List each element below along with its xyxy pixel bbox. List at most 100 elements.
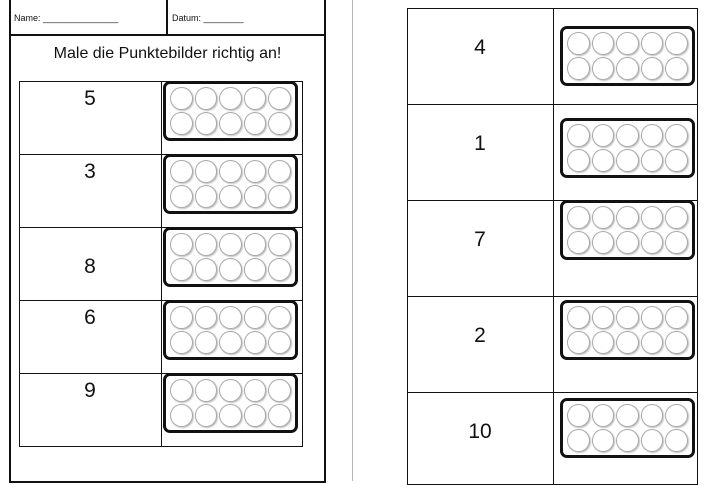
dot-circle[interactable] [170, 112, 193, 135]
dot-circle[interactable] [219, 258, 242, 281]
dot-circle[interactable] [665, 331, 688, 354]
dot-circle[interactable] [219, 160, 242, 183]
dot-circle[interactable] [591, 231, 615, 254]
dot-circle[interactable] [616, 206, 639, 229]
dot-circle[interactable] [665, 429, 688, 452]
dot-circle[interactable] [243, 233, 267, 256]
dot-circle[interactable] [665, 206, 688, 229]
dot-circle[interactable] [567, 331, 590, 354]
dot-circle[interactable] [665, 404, 688, 427]
dot-circle[interactable] [567, 206, 590, 229]
dot-circle[interactable] [268, 112, 291, 135]
dot-circle[interactable] [616, 231, 639, 254]
dot-circle[interactable] [616, 404, 639, 427]
dot-circle[interactable] [640, 206, 664, 229]
dot-circle[interactable] [665, 57, 688, 80]
dot-circle[interactable] [640, 124, 664, 147]
dot-circle[interactable] [591, 32, 615, 55]
dot-circle[interactable] [219, 233, 242, 256]
dot-circle[interactable] [243, 160, 267, 183]
dot-circle[interactable] [640, 306, 664, 329]
dot-circle[interactable] [640, 404, 664, 427]
dot-circle[interactable] [194, 112, 218, 135]
dot-circle[interactable] [616, 124, 639, 147]
dot-circle[interactable] [640, 149, 664, 172]
dot-circle[interactable] [268, 185, 291, 208]
dot-circle[interactable] [194, 379, 218, 402]
dot-circle[interactable] [640, 57, 664, 80]
dot-circle[interactable] [665, 124, 688, 147]
dot-circle[interactable] [243, 306, 267, 329]
dot-circle[interactable] [243, 112, 267, 135]
dot-circle[interactable] [170, 233, 193, 256]
dot-circle[interactable] [567, 57, 590, 80]
dot-circle[interactable] [170, 404, 193, 427]
dot-circle[interactable] [665, 231, 688, 254]
dot-circle[interactable] [567, 124, 590, 147]
dot-circle[interactable] [194, 185, 218, 208]
dot-circle[interactable] [591, 149, 615, 172]
dot-circle[interactable] [640, 231, 664, 254]
dot-circle[interactable] [591, 306, 615, 329]
dot-circle[interactable] [170, 306, 193, 329]
dot-circle[interactable] [665, 306, 688, 329]
dot-circle[interactable] [665, 32, 688, 55]
dot-circle[interactable] [567, 32, 590, 55]
dot-circle[interactable] [194, 233, 218, 256]
dot-circle[interactable] [616, 32, 639, 55]
dot-circle[interactable] [616, 331, 639, 354]
dot-circle[interactable] [591, 124, 615, 147]
dot-circle[interactable] [268, 404, 291, 427]
dot-circle[interactable] [243, 331, 267, 354]
dot-circle[interactable] [567, 306, 590, 329]
dot-circle[interactable] [640, 429, 664, 452]
dot-circle[interactable] [567, 429, 590, 452]
dot-circle[interactable] [591, 404, 615, 427]
dot-circle[interactable] [219, 379, 242, 402]
dot-circle[interactable] [194, 258, 218, 281]
dot-circle[interactable] [170, 160, 193, 183]
dot-circle[interactable] [640, 331, 664, 354]
name-field[interactable]: Name: _______________ [14, 13, 119, 23]
dot-circle[interactable] [268, 258, 291, 281]
dot-circle[interactable] [616, 306, 639, 329]
dot-circle[interactable] [170, 258, 193, 281]
dot-circle[interactable] [170, 87, 193, 110]
date-field[interactable]: Datum: ________ [172, 13, 244, 23]
dot-circle[interactable] [591, 57, 615, 80]
dot-circle[interactable] [665, 149, 688, 172]
dot-circle[interactable] [243, 87, 267, 110]
dot-circle[interactable] [170, 331, 193, 354]
dot-circle[interactable] [640, 32, 664, 55]
dot-circle[interactable] [268, 87, 291, 110]
dot-circle[interactable] [616, 429, 639, 452]
dot-circle[interactable] [268, 379, 291, 402]
dot-circle[interactable] [219, 185, 242, 208]
dot-circle[interactable] [243, 185, 267, 208]
dot-circle[interactable] [219, 112, 242, 135]
dot-circle[interactable] [194, 306, 218, 329]
dot-circle[interactable] [194, 87, 218, 110]
dot-circle[interactable] [567, 404, 590, 427]
dot-circle[interactable] [616, 149, 639, 172]
dot-circle[interactable] [194, 160, 218, 183]
dot-circle[interactable] [219, 306, 242, 329]
dot-circle[interactable] [567, 231, 590, 254]
dot-circle[interactable] [268, 233, 291, 256]
dot-circle[interactable] [591, 206, 615, 229]
dot-circle[interactable] [243, 379, 267, 402]
dot-circle[interactable] [219, 404, 242, 427]
dot-circle[interactable] [591, 429, 615, 452]
dot-circle[interactable] [268, 331, 291, 354]
dot-circle[interactable] [268, 306, 291, 329]
dot-circle[interactable] [170, 379, 193, 402]
dot-circle[interactable] [170, 185, 193, 208]
dot-circle[interactable] [219, 331, 242, 354]
dot-circle[interactable] [243, 258, 267, 281]
dot-circle[interactable] [243, 404, 267, 427]
dot-circle[interactable] [616, 57, 639, 80]
dot-circle[interactable] [219, 87, 242, 110]
dot-circle[interactable] [268, 160, 291, 183]
dot-circle[interactable] [194, 404, 218, 427]
dot-circle[interactable] [567, 149, 590, 172]
